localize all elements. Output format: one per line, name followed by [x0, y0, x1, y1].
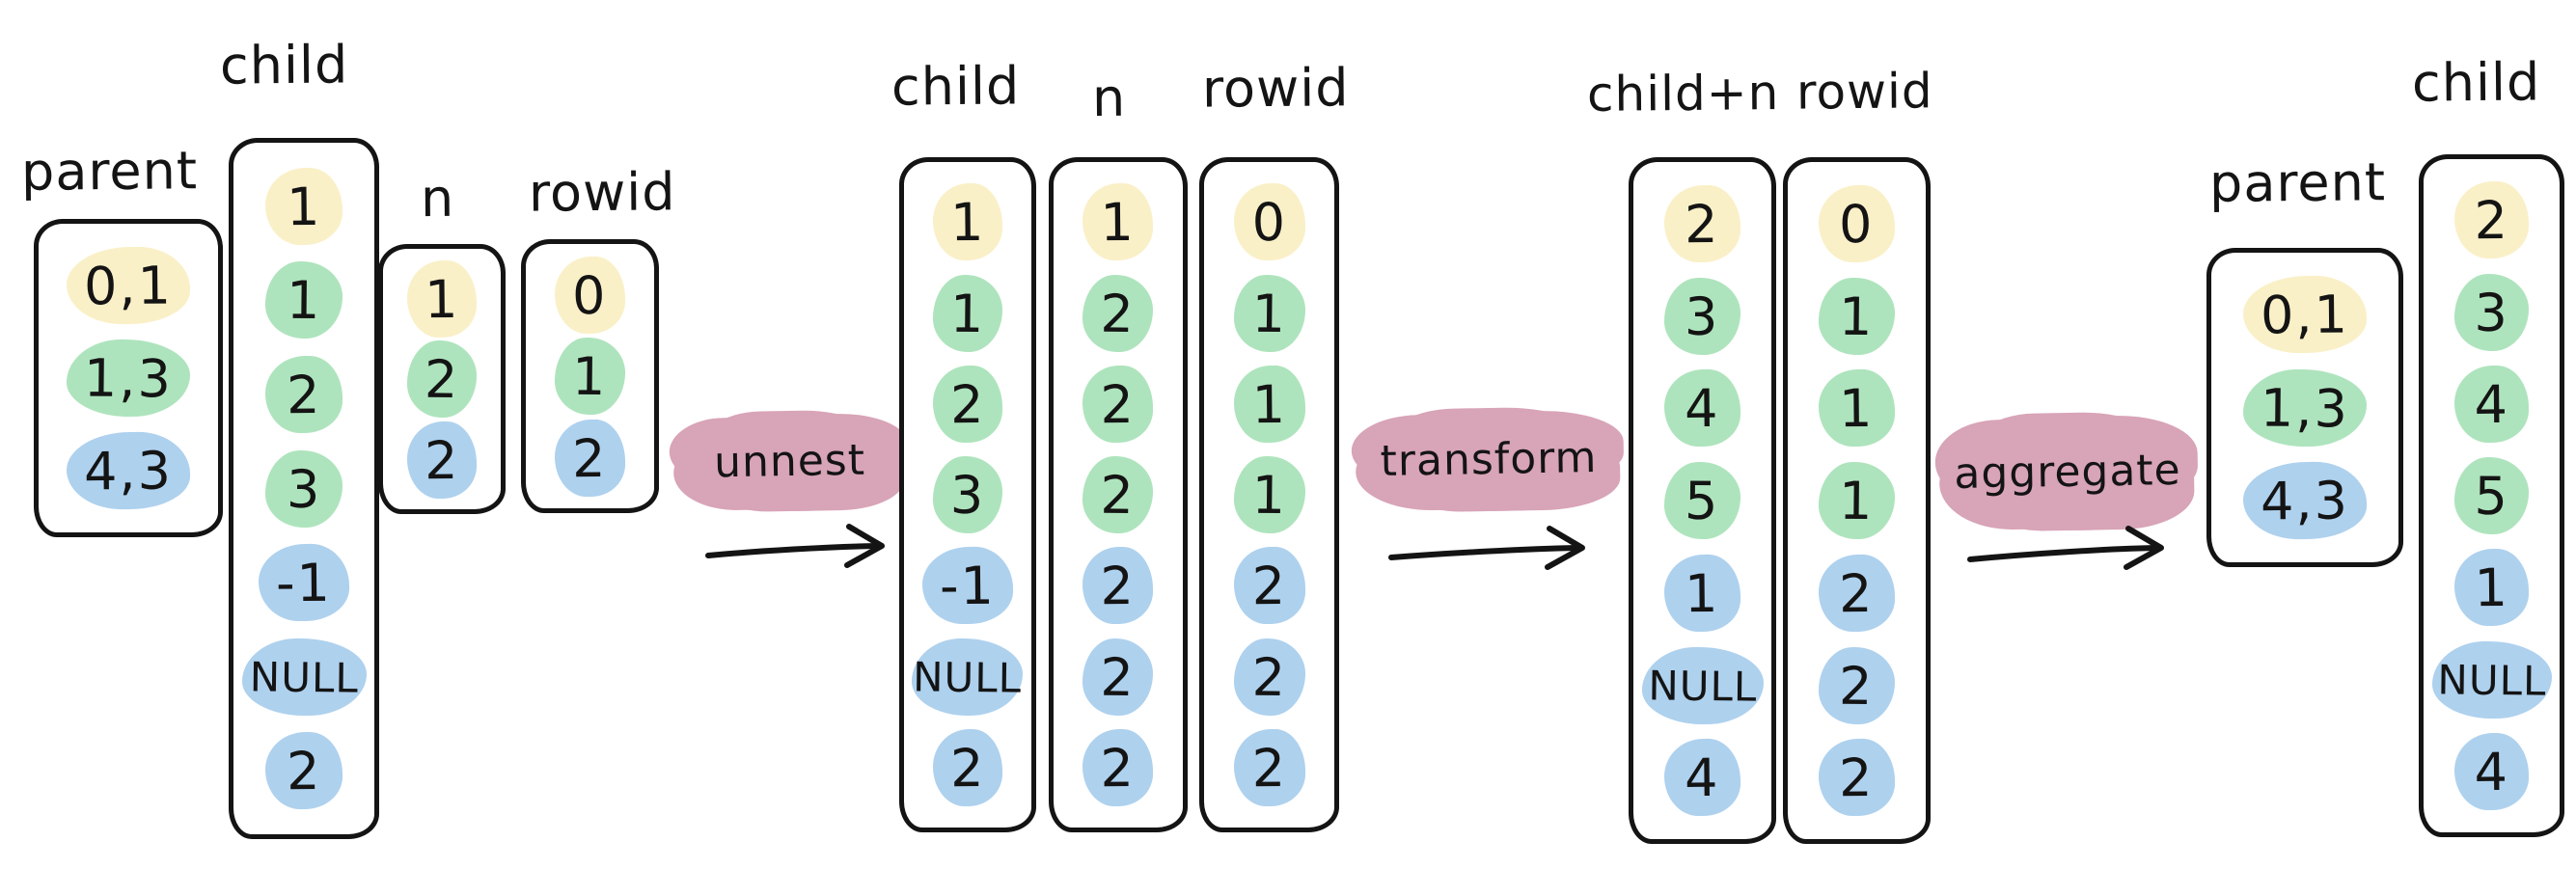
arrow-right-icon [705, 524, 885, 568]
column-n: 1 2 2 [378, 244, 506, 514]
column-child: 2 3 4 5 1 NULL 4 [2419, 154, 2564, 837]
column-parent: 0,1 1,3 4,3 [34, 219, 223, 537]
column-rowid: 0 1 1 1 2 2 2 [1783, 157, 1931, 844]
column-child: 1 1 2 3 -1 NULL 2 [229, 138, 379, 839]
table-cell: 5 [2453, 456, 2530, 535]
column-parent: 0,1 1,3 4,3 [2206, 248, 2403, 567]
table-cell: 4 [2453, 732, 2530, 811]
column-header-child: child [2411, 51, 2541, 114]
table-cell: 3 [2453, 273, 2530, 351]
column-header-parent: parent [2208, 151, 2387, 214]
arrow-right-icon [1967, 526, 2164, 570]
column-rowid: 0 1 1 1 2 2 2 [1199, 157, 1339, 832]
column-rowid: 0 1 2 [521, 239, 659, 513]
table-cell: 0,1 [2242, 275, 2368, 354]
arrow-right-icon [1388, 526, 1585, 570]
table-cell: 1 [2453, 548, 2530, 627]
column-child-plus-n: 2 3 4 5 1 NULL 4 [1629, 157, 1776, 844]
table-cell: 4,3 [2242, 461, 2368, 540]
table-cell: NULL [2431, 639, 2552, 720]
table-cell: 1,3 [2242, 367, 2368, 448]
table-cell: 2 [2453, 180, 2530, 259]
column-n: 1 2 2 2 2 2 2 [1049, 157, 1188, 832]
table-cell: 4 [2453, 365, 2530, 444]
column-child: 1 1 2 3 -1 NULL 2 [899, 157, 1036, 832]
